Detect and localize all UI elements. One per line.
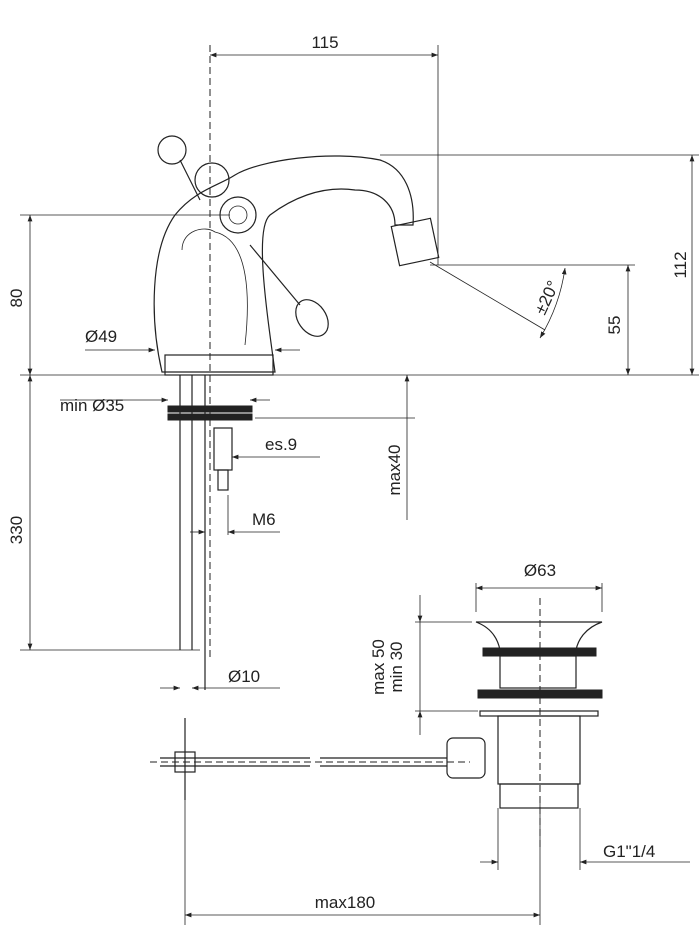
label-stud-thread: M6: [252, 510, 276, 529]
label-base-diameter: Ø49: [85, 327, 117, 346]
dimension-lines: [20, 45, 699, 925]
label-waste-max: max 50: [369, 639, 388, 695]
lift-rod: [150, 718, 470, 800]
label-spout-height: 55: [605, 316, 624, 335]
label-handle-height: 80: [7, 289, 26, 308]
label-waste-thread: G1"1/4: [603, 842, 655, 861]
shanks: [167, 45, 253, 690]
faucet-body: [153, 135, 440, 376]
label-waste-diameter: Ø63: [524, 561, 556, 580]
label-spout-reach: 115: [311, 33, 338, 52]
pop-up-waste: [446, 598, 603, 850]
label-waste-min: min 30: [387, 641, 406, 692]
label-deck-thickness: es.9: [265, 435, 297, 454]
label-hose-diameter: Ø10: [228, 667, 260, 686]
label-deck-max: max40: [385, 444, 404, 495]
label-hose-length: 330: [7, 516, 26, 544]
dimension-labels: 115 112 80 55 ±20° Ø49 min Ø35 es.9 max4…: [7, 33, 690, 912]
label-total-height: 112: [671, 251, 690, 278]
label-rod-max: max180: [315, 893, 375, 912]
label-hole-min-diameter: min Ø35: [60, 396, 124, 415]
